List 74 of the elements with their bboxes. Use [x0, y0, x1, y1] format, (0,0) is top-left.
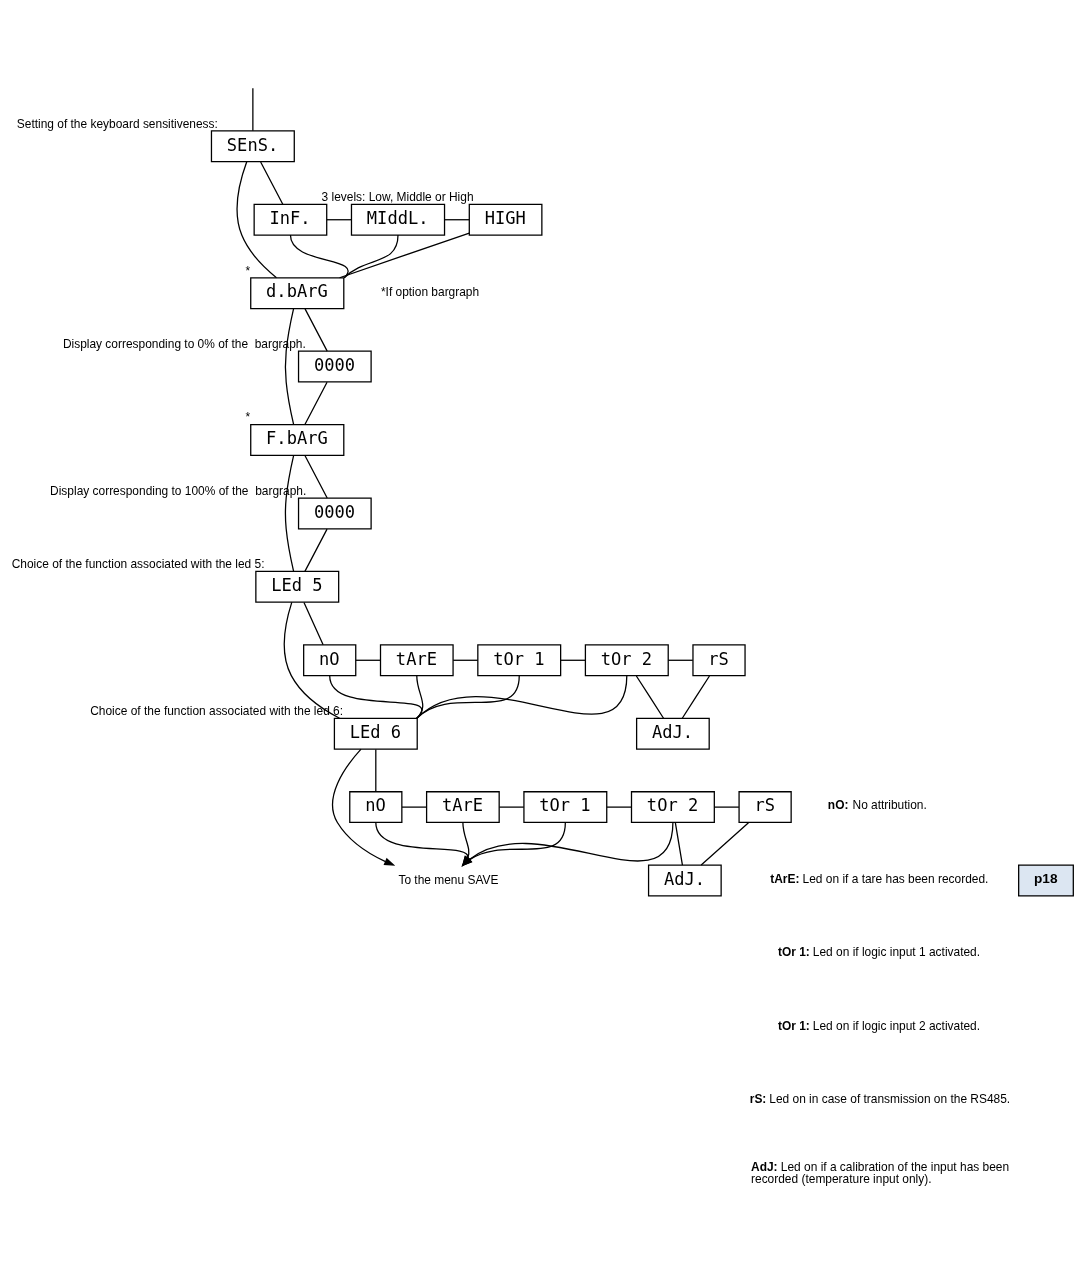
label: nO: No attribution.: [827, 798, 927, 813]
node-box: InF.: [253, 203, 328, 236]
connector: [560, 659, 586, 661]
connector: [375, 748, 377, 793]
node-box: rS: [738, 791, 792, 824]
label: tOr 1: Led on if logic input 2 activated.: [777, 1018, 981, 1033]
node-box: tOr 1: [477, 644, 562, 677]
connector: [304, 455, 328, 499]
connector: [444, 219, 470, 221]
node-label: Choice of the function associated with the led 6:: [90, 704, 344, 719]
node-box: tOr 2: [584, 644, 669, 677]
node-box: tArE: [425, 791, 500, 824]
connector: [635, 675, 665, 719]
connector: [667, 659, 694, 661]
node-box: 0000: [297, 350, 372, 383]
node-box: tArE: [379, 644, 454, 677]
arrow: [375, 821, 472, 867]
arrow: [461, 821, 674, 867]
connector: [498, 806, 525, 808]
node-box: MIddL.: [350, 203, 446, 236]
node-box: d.bArG: [250, 277, 345, 310]
node-box: tOr 2: [630, 791, 715, 824]
node-label: Setting of the keyboard sensitiveness:: [16, 116, 218, 131]
connector: [416, 675, 628, 719]
connector: [304, 528, 328, 573]
connector: [713, 806, 740, 808]
connector: [452, 659, 479, 661]
node-box: LEd 6: [333, 717, 418, 750]
connector: [326, 219, 353, 221]
node-box: AdJ.: [647, 864, 722, 897]
connector: [681, 675, 711, 719]
label: AdJ: Led on if a calibration of the input has been recorded (temperature input only).: [751, 1159, 1010, 1186]
connector: [355, 659, 382, 661]
connector: [338, 232, 470, 279]
connector: [284, 308, 295, 426]
node-box: HIGH: [468, 203, 543, 236]
connector: [674, 822, 684, 866]
node-box: AdJ.: [636, 717, 710, 750]
node-label: *: [245, 410, 251, 425]
connector: [416, 675, 424, 719]
connector: [284, 454, 295, 572]
arrow: [331, 748, 396, 866]
node-box: tOr 1: [523, 791, 608, 824]
connector: [329, 675, 423, 719]
connector: [401, 806, 428, 808]
node-box: nO: [303, 644, 357, 677]
node-box: p18: [1018, 864, 1074, 897]
node-box: 0000: [297, 497, 372, 530]
node-text: To the menu SAVE: [398, 872, 499, 887]
node-box: SEnS.: [210, 130, 295, 163]
label: tArE: Led on if a tare has been recorded.: [770, 871, 989, 886]
node-label: Choice of the function associated with the led 5:: [11, 557, 265, 572]
arrow: [461, 821, 472, 867]
connector: [416, 675, 520, 719]
connector: [304, 381, 328, 426]
connector: [700, 822, 750, 866]
connector: [260, 161, 284, 205]
label: *If option bargraph: [380, 285, 480, 300]
connector: [303, 601, 324, 646]
arrow: [461, 821, 566, 867]
label: rS: Led on in case of transmission on the RS485.: [749, 1092, 1011, 1107]
connector: [283, 601, 341, 719]
node-box: LEd 5: [255, 570, 340, 603]
connector: [343, 234, 399, 279]
connector: [236, 161, 278, 279]
node-box: rS: [692, 644, 746, 677]
connector: [304, 308, 328, 352]
node-label: *: [245, 263, 251, 278]
node-box: nO: [349, 791, 403, 824]
connector: [606, 806, 633, 808]
node-label: 3 levels: Low, Middle or High: [321, 190, 474, 205]
connector: [252, 87, 254, 132]
node-box: F.bArG: [250, 424, 345, 456]
label: tOr 1: Led on if logic input 1 activated.: [777, 945, 981, 960]
